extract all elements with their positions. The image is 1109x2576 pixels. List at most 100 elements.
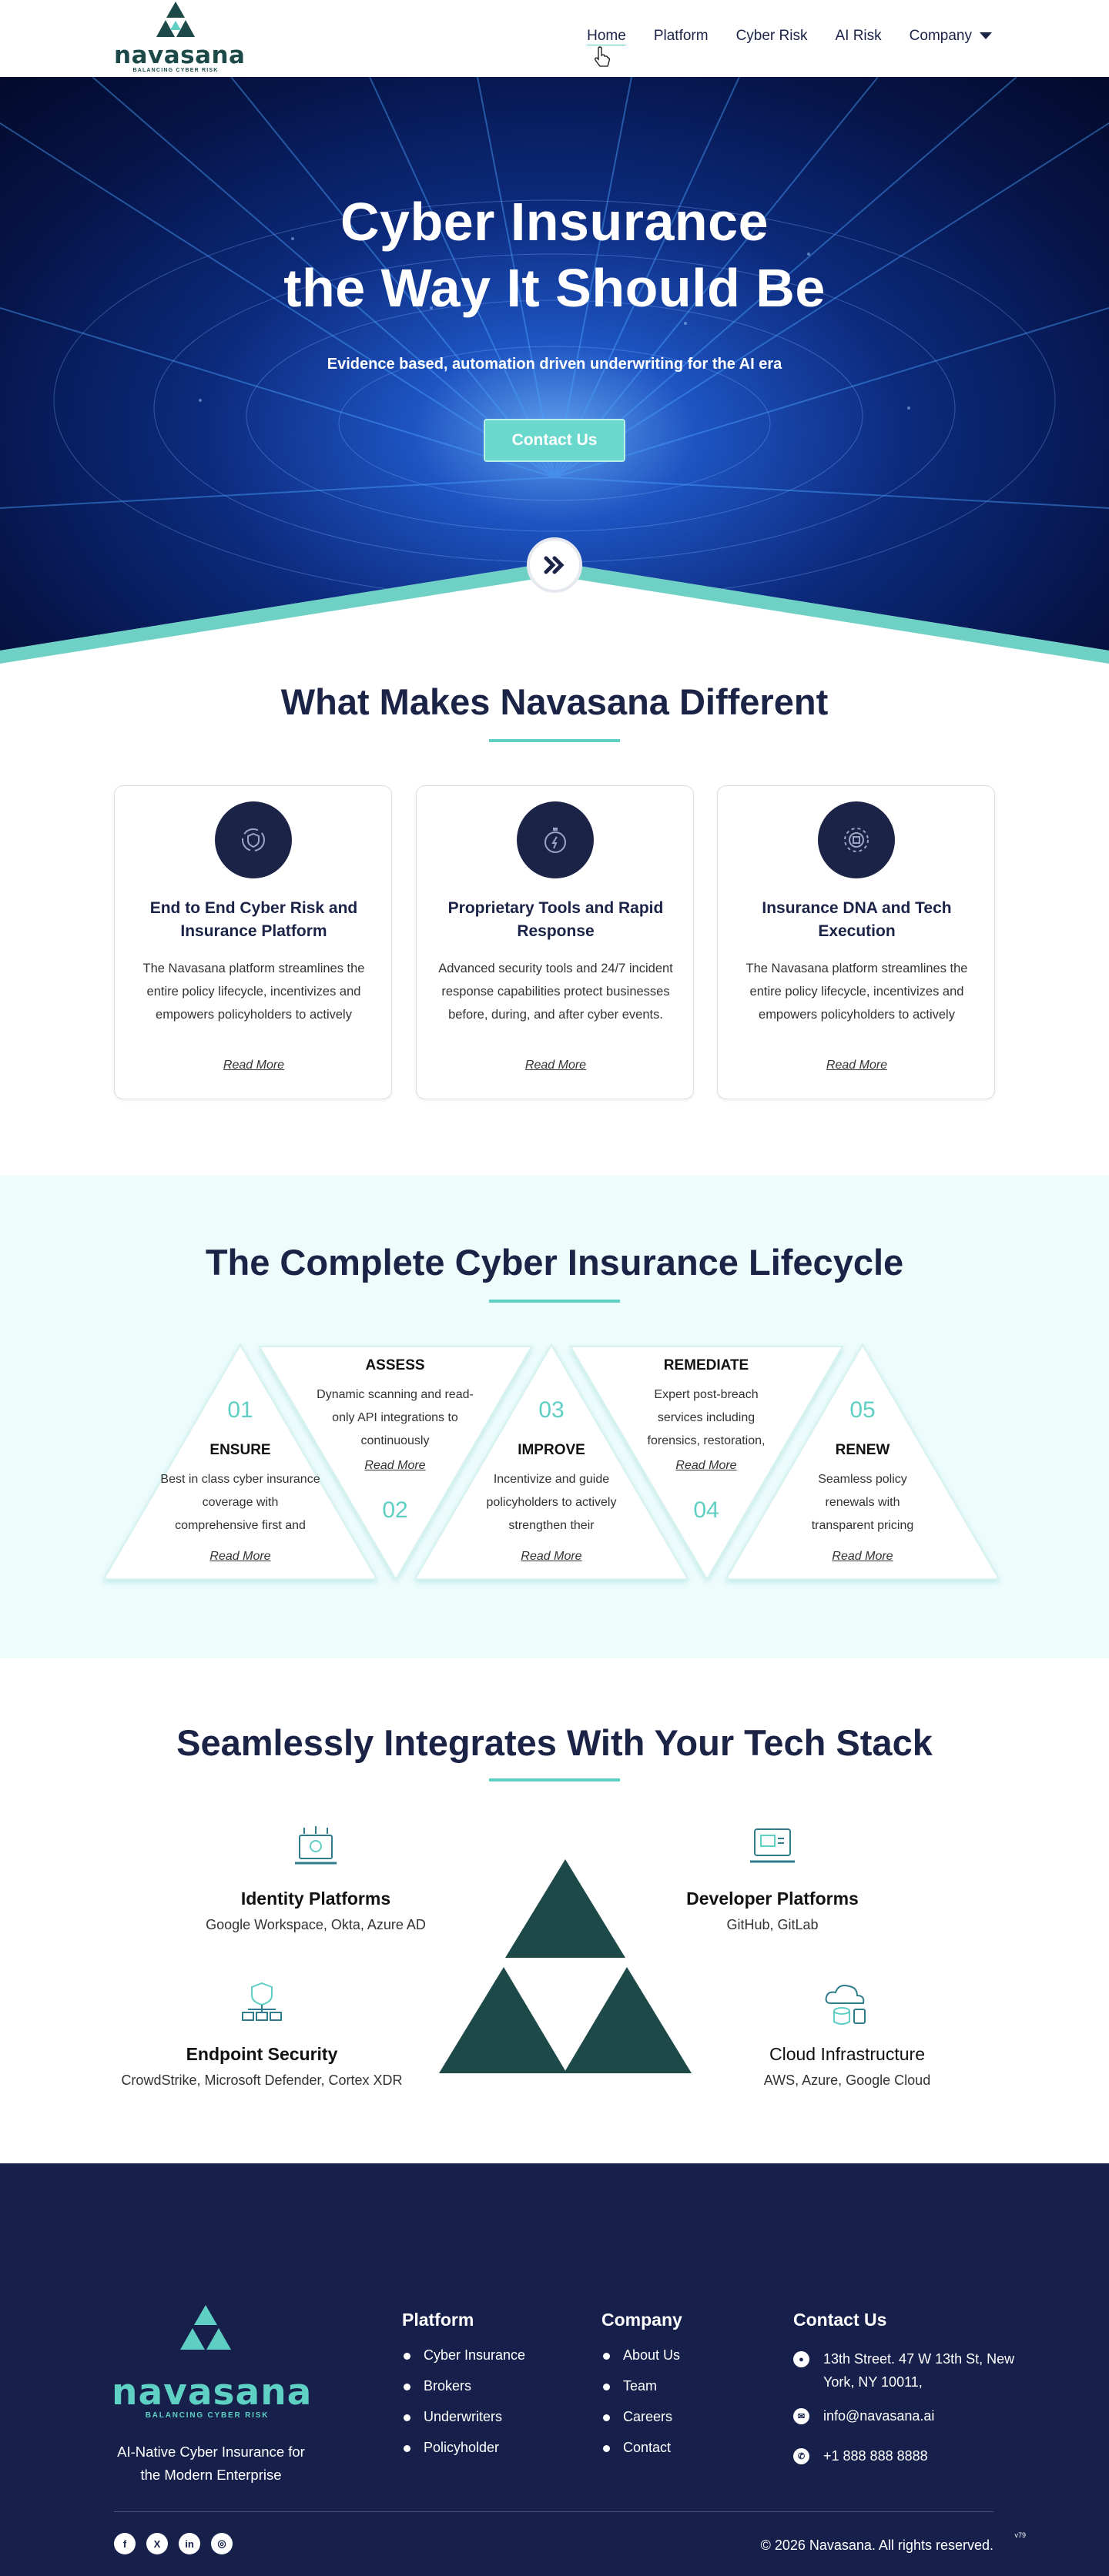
gear-chip-icon — [818, 801, 895, 878]
step-title: ASSESS — [365, 1357, 425, 1373]
step-triangle-renew — [725, 1343, 1000, 1580]
developer-laptop-icon — [750, 1828, 795, 1863]
copyright: © 2026 Navasana. All rights reserved. — [760, 2538, 993, 2553]
step-number: 04 — [693, 1497, 719, 1523]
read-more-link[interactable]: Read More — [524, 1059, 587, 1072]
card-title: End to End Cyber Risk and Insurance Plat… — [149, 899, 358, 940]
step-title: RENEW — [835, 1442, 890, 1458]
read-more-link[interactable]: Read More — [209, 1550, 271, 1563]
feature-card: End to End Cyber Risk and Insurance Plat… — [114, 785, 392, 1099]
integration-title: Identity Platforms — [240, 1889, 391, 1909]
footer-company-heading: Company — [601, 2310, 682, 2330]
step-text: Dynamic scanning and read-only API integ… — [317, 1388, 474, 1447]
card-text: The Navasana platform streamlines the en… — [142, 962, 365, 1022]
step-title: REMEDIATE — [663, 1357, 749, 1373]
footer-logo-wordmark: navasana — [112, 2371, 313, 2414]
integration-text: CrowdStrike, Microsoft Defender, Cortex … — [121, 2073, 403, 2088]
step-number: 02 — [382, 1497, 408, 1523]
logo-tagline: BALANCING CYBER RISK — [132, 68, 219, 73]
read-more-link[interactable]: Read More — [832, 1550, 893, 1563]
endpoint-shield-icon — [242, 1982, 282, 2021]
stopwatch-icon — [517, 801, 594, 878]
contact-phone[interactable]: ✆ +1 888 888 8888 — [793, 2444, 1024, 2467]
facebook-icon[interactable]: f — [114, 2533, 136, 2554]
mail-icon: ✉ — [793, 2408, 809, 2424]
step-title: IMPROVE — [518, 1442, 585, 1458]
lifecycle-triangles — [102, 1343, 1000, 1581]
read-more-link[interactable]: Read More — [675, 1459, 737, 1472]
social-links: f X in ◎ — [114, 2533, 233, 2554]
contact-email[interactable]: ✉ info@navasana.ai — [793, 2404, 1024, 2427]
caret-down-icon — [980, 32, 992, 40]
footer-platform-heading: Platform — [402, 2310, 474, 2330]
integration-title: Endpoint Security — [186, 2044, 338, 2064]
integrations-title: Seamlessly Integrates With Your Tech Sta… — [176, 1722, 933, 1763]
footer-link[interactable]: Cyber Insurance — [402, 2347, 525, 2378]
read-more-link[interactable]: Read More — [521, 1550, 582, 1563]
contact-us-button[interactable]: Contact Us — [484, 419, 625, 462]
hero-background-graphic — [0, 77, 1109, 670]
integration-cloud: Cloud Infrastructure AWS, Azure, Google … — [724, 1980, 970, 2089]
step-number: 05 — [849, 1397, 876, 1423]
contact-address-text: 13th Street. 47 W 13th St, New York, NY … — [823, 2351, 1015, 2390]
footer: navasana BALANCING CYBER RISK AI-Native … — [0, 2163, 1109, 2576]
integration-identity: Identity Platforms Google Workspace, Okt… — [193, 1825, 439, 1933]
different-title-underline — [489, 739, 620, 742]
footer-contact-column: Contact Us ● 13th Street. 47 W 13th St, … — [793, 2310, 1024, 2478]
hero-subtitle: Evidence based, automation driven underw… — [327, 356, 782, 373]
step-triangle-remediate — [569, 1346, 844, 1581]
step-text: Best in class cyber insurance coverage w… — [160, 1473, 320, 1532]
lifecycle-title: The Complete Cyber Insurance Lifecycle — [205, 1242, 904, 1283]
integration-text: GitHub, GitLab — [726, 1917, 819, 1932]
footer-company-column: Company About Us Team Careers Contact — [601, 2310, 682, 2471]
footer-logo-tagline: BALANCING CYBER RISK — [145, 2411, 270, 2420]
footer-contact-heading: Contact Us — [793, 2310, 887, 2330]
read-more-link[interactable]: Read More — [364, 1459, 426, 1472]
nav-cyber-risk[interactable]: Cyber Risk — [735, 28, 808, 44]
integration-title: Cloud Infrastructure — [769, 2044, 925, 2064]
contact-address: ● 13th Street. 47 W 13th St, New York, N… — [793, 2347, 1024, 2394]
nav-ai-risk[interactable]: AI Risk — [835, 28, 882, 44]
nav-home[interactable]: Home — [587, 28, 626, 44]
double-chevron-right-icon — [544, 556, 565, 574]
footer-link[interactable]: About Us — [601, 2347, 682, 2378]
logo[interactable]: navasana BALANCING CYBER RISK — [114, 0, 245, 77]
nav-company[interactable]: Company — [910, 28, 992, 45]
contact-email-text[interactable]: info@navasana.ai — [823, 2408, 935, 2424]
footer-logo-mark-icon — [180, 2305, 231, 2350]
contact-phone-text[interactable]: +1 888 888 8888 — [823, 2448, 928, 2464]
version-label: v79 — [1014, 2531, 1026, 2539]
nav-platform[interactable]: Platform — [653, 28, 709, 44]
read-more-link[interactable]: Read More — [826, 1059, 888, 1072]
footer-link[interactable]: Underwriters — [402, 2409, 525, 2440]
feature-card: Proprietary Tools and Rapid Response Adv… — [416, 785, 694, 1099]
read-more-link[interactable]: Read More — [223, 1059, 285, 1072]
step-text: Incentivize and guide policyholders to a… — [486, 1473, 617, 1532]
footer-link[interactable]: Brokers — [402, 2378, 525, 2409]
x-icon[interactable]: X — [146, 2533, 168, 2554]
lifecycle-title-underline — [489, 1300, 620, 1303]
main-menu: Home Platform Cyber Risk AI Risk Company — [587, 28, 992, 45]
integration-text: Google Workspace, Okta, Azure AD — [206, 1917, 426, 1932]
footer-link[interactable]: Team — [601, 2378, 682, 2409]
step-text: Expert post-breach services including fo… — [647, 1388, 766, 1447]
step-triangle-ensure — [102, 1343, 378, 1580]
step-text: Seamless policy renewals with transparen… — [811, 1473, 914, 1532]
integration-title: Developer Platforms — [686, 1889, 859, 1909]
scroll-down-button[interactable] — [527, 537, 582, 593]
hero-title-line2: the Way It Should Be — [283, 258, 826, 318]
card-title: Insurance DNA and Tech Execution — [762, 899, 952, 940]
card-title: Proprietary Tools and Rapid Response — [447, 899, 664, 940]
phone-icon: ✆ — [793, 2448, 809, 2464]
footer-link[interactable]: Careers — [601, 2409, 682, 2440]
step-number: 01 — [227, 1397, 253, 1423]
top-nav: navasana BALANCING CYBER RISK Home Platf… — [0, 0, 1109, 77]
step-triangle-improve — [414, 1343, 689, 1580]
instagram-icon[interactable]: ◎ — [211, 2533, 233, 2554]
footer-link[interactable]: Policyholder — [402, 2440, 525, 2471]
hand-cursor-icon — [595, 46, 610, 67]
footer-link[interactable]: Contact — [601, 2440, 682, 2471]
linkedin-icon[interactable]: in — [179, 2533, 200, 2554]
location-pin-icon: ● — [793, 2351, 809, 2367]
step-triangle-assess — [258, 1346, 533, 1581]
